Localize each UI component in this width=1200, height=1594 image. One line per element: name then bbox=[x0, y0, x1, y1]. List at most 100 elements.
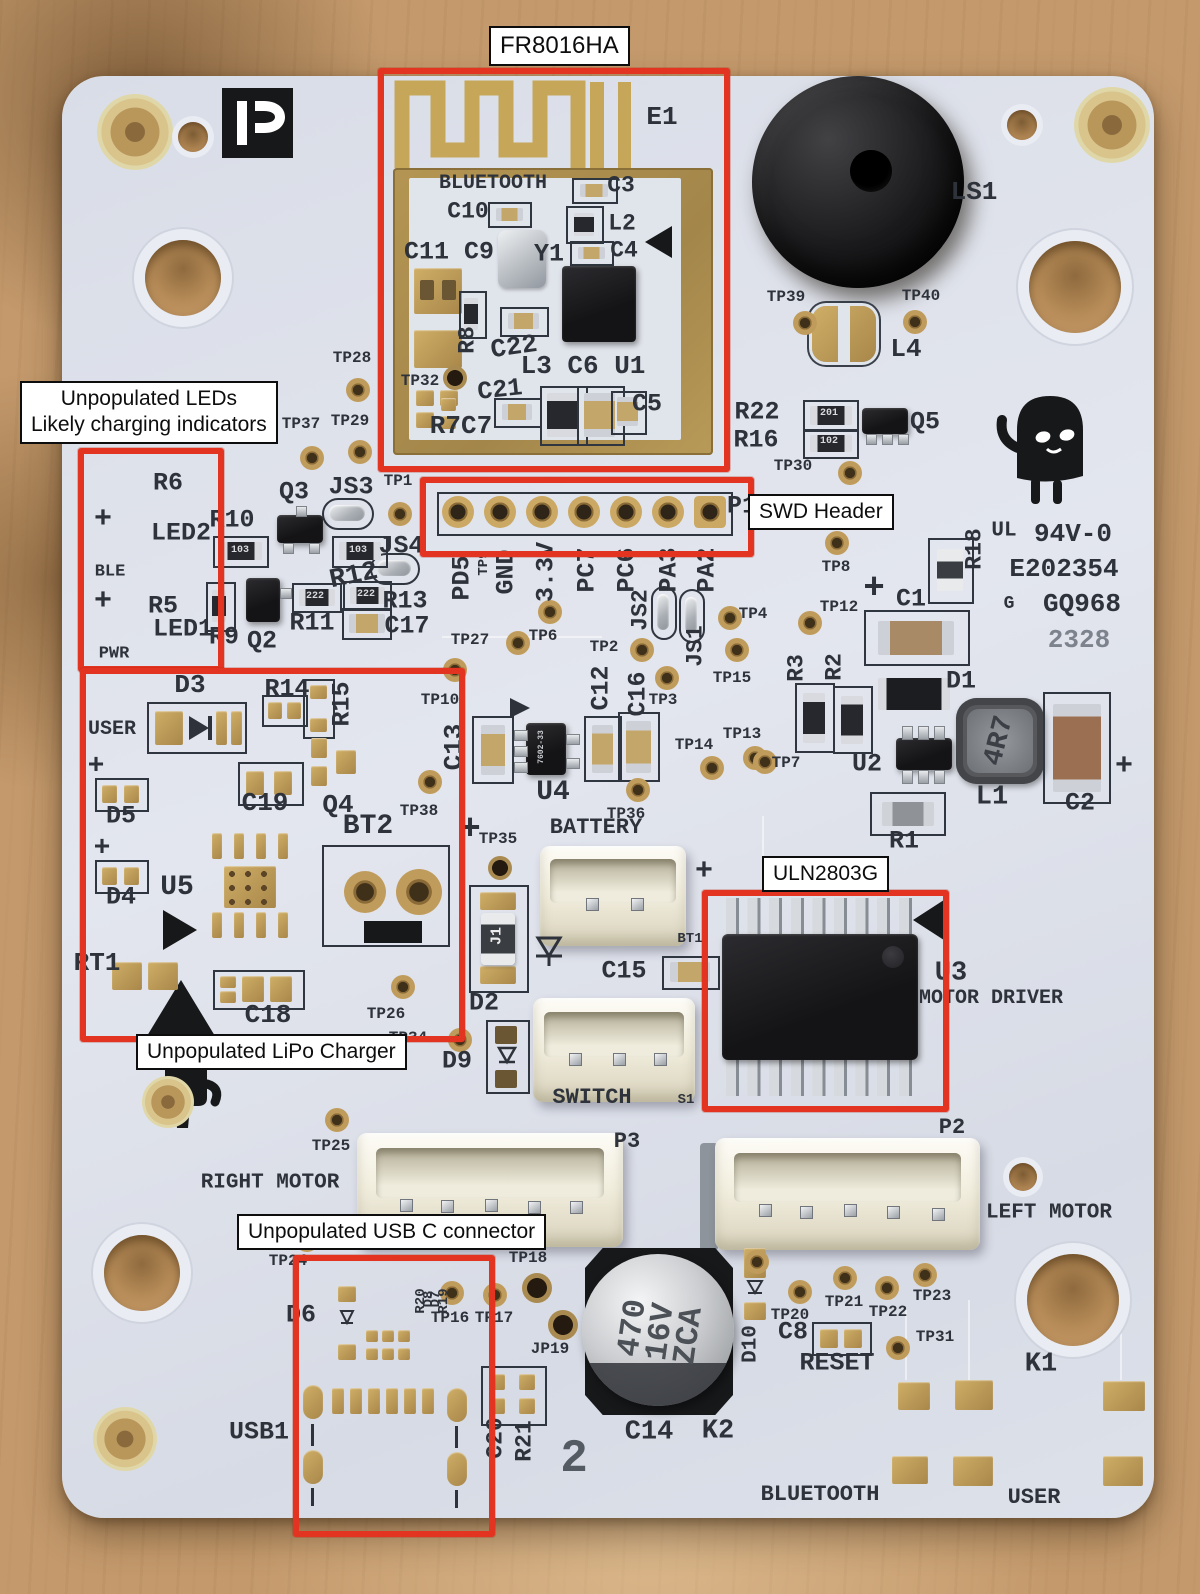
left-motor-connector-p2 bbox=[715, 1138, 980, 1250]
u4-leg bbox=[566, 734, 580, 745]
silkscreen-text: TP21 bbox=[824, 1293, 864, 1311]
component-marking: 103 bbox=[230, 545, 250, 556]
jumper-js2 bbox=[651, 586, 677, 640]
silkscreen-text: L4 bbox=[890, 334, 922, 364]
test-point-pad bbox=[725, 638, 749, 662]
pcb-trace bbox=[1120, 1310, 1122, 1380]
annotation-label-fr8016ha: FR8016HA bbox=[489, 26, 630, 66]
test-point-pad bbox=[793, 311, 817, 335]
diode-d3-footprint bbox=[147, 702, 247, 754]
usbc-shield-pad bbox=[303, 1450, 323, 1484]
silkscreen-text: D6 bbox=[285, 1300, 317, 1330]
test-point-pad bbox=[886, 1336, 910, 1360]
q5-leg bbox=[866, 434, 877, 445]
silkscreen-text: R13 bbox=[382, 586, 428, 616]
usbc-mark bbox=[311, 1424, 314, 1446]
q5-leg bbox=[882, 434, 893, 445]
transistor-q2 bbox=[246, 578, 280, 622]
q5-leg bbox=[898, 434, 909, 445]
silkscreen-text: R7C7 bbox=[429, 411, 493, 441]
annotation-box-usbc bbox=[293, 1255, 495, 1537]
silkscreen-text: LED1 bbox=[152, 614, 214, 644]
usbc-signal-pad bbox=[386, 1388, 398, 1414]
silkscreen-text: R5 bbox=[147, 591, 179, 621]
silkscreen-text: D5 bbox=[105, 801, 137, 831]
silkscreen-text: JS4 bbox=[378, 531, 424, 561]
test-point-pad bbox=[838, 461, 862, 485]
component-marking: 103 bbox=[348, 545, 368, 556]
u5-pad bbox=[278, 833, 288, 859]
u4-leg bbox=[514, 762, 528, 773]
test-point-pad bbox=[694, 496, 726, 528]
silkscreen-text: TP31 bbox=[915, 1328, 955, 1346]
ic-u2 bbox=[896, 738, 952, 770]
cap-c6 bbox=[577, 386, 625, 446]
q4-pad bbox=[311, 738, 327, 758]
silkscreen-text: R9 bbox=[208, 622, 240, 652]
bt2-footprint bbox=[322, 845, 450, 947]
annotation-box-fr8016ha bbox=[378, 68, 730, 472]
k1-button-pad bbox=[1103, 1381, 1145, 1411]
silkscreen-text: TP32 bbox=[400, 372, 440, 390]
u3-pin1-arrow-icon bbox=[913, 898, 947, 942]
test-point-pad bbox=[300, 446, 324, 470]
test-point-pad bbox=[483, 1283, 507, 1307]
annotation-box-unpopulated-leds bbox=[78, 448, 224, 672]
board-hole bbox=[104, 1235, 180, 1311]
r-small-pad bbox=[382, 1330, 394, 1342]
annotation-box-uln2803g bbox=[702, 890, 949, 1112]
silkscreen-text: TP2 bbox=[589, 638, 619, 656]
silkscreen-text: C8 bbox=[777, 1317, 809, 1347]
silkscreen-text: TP35 bbox=[478, 830, 518, 848]
test-point-pad bbox=[745, 1250, 769, 1274]
component-marking: 102 bbox=[819, 436, 839, 447]
battery-connector bbox=[540, 846, 686, 946]
test-point-pad bbox=[506, 631, 530, 655]
usbc-signal-pad bbox=[422, 1388, 434, 1414]
jumper-js3 bbox=[322, 498, 374, 530]
silkscreen-text: TP1 bbox=[383, 472, 413, 490]
inductor-l1 bbox=[956, 698, 1044, 784]
cap-c14-can bbox=[582, 1254, 734, 1406]
led-d5-footprint bbox=[95, 778, 149, 812]
r-small-pad bbox=[366, 1330, 378, 1342]
test-point-pad bbox=[538, 600, 562, 624]
pcb-trace bbox=[762, 816, 764, 876]
u2-leg bbox=[934, 726, 945, 740]
silkscreen-text: D4 bbox=[105, 882, 137, 912]
board-hole bbox=[145, 240, 221, 316]
board-hole bbox=[1007, 110, 1037, 140]
test-point-pad bbox=[526, 496, 558, 528]
silkscreen-text: LED2 bbox=[150, 518, 212, 548]
silkscreen-text: R2 bbox=[821, 653, 848, 681]
cap-c3 bbox=[572, 178, 618, 204]
silkscreen-text: BATTERY bbox=[549, 815, 643, 840]
silkscreen-text: RESET bbox=[799, 1348, 875, 1378]
bluetooth-antenna-trace bbox=[394, 80, 631, 170]
silkscreen-text: R1 bbox=[888, 826, 920, 856]
silkscreen-text: TP10 bbox=[420, 691, 460, 709]
switch-connector bbox=[533, 998, 695, 1102]
silkscreen-text: R10 bbox=[209, 505, 255, 535]
diode-symbol-icon bbox=[339, 1310, 355, 1326]
maker-logo bbox=[222, 88, 293, 158]
cap-c17 bbox=[342, 608, 392, 640]
silkscreen-text: 2 bbox=[560, 1433, 588, 1485]
mounting-hole bbox=[142, 1076, 194, 1128]
board-hole bbox=[1029, 241, 1121, 333]
jumper-js1 bbox=[679, 589, 705, 643]
silkscreen-text: TP13 bbox=[722, 725, 762, 743]
test-point-pad bbox=[903, 310, 927, 334]
diode-d1 bbox=[878, 678, 950, 710]
k2-button-pad bbox=[898, 1382, 930, 1410]
annotation-label-lipo: Unpopulated LiPo Charger bbox=[136, 1034, 407, 1071]
test-point-pad bbox=[753, 750, 777, 774]
silkscreen-text: TP3 bbox=[648, 691, 678, 709]
usbc-signal-pad bbox=[350, 1388, 362, 1414]
silkscreen-text: PWR bbox=[98, 644, 130, 664]
u5-pad bbox=[234, 833, 244, 859]
silkscreen-text: TP29 bbox=[330, 412, 370, 430]
res-r12 bbox=[332, 536, 388, 568]
test-point-pad bbox=[652, 496, 684, 528]
silkscreen-text: G bbox=[1003, 594, 1015, 614]
